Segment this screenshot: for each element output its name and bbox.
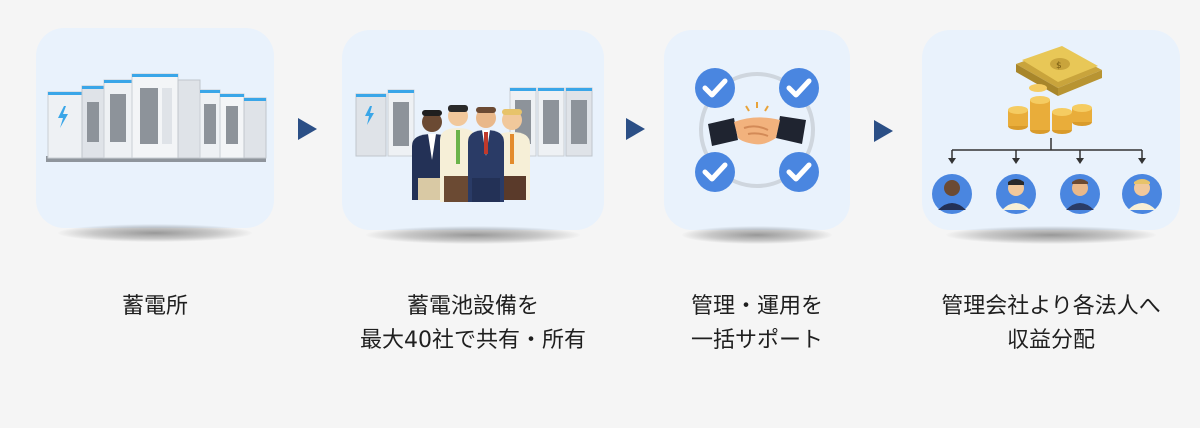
step-3-label: 管理・運用を 一括サポート xyxy=(647,290,867,358)
step-3-label-line-1: 管理・運用を xyxy=(690,294,823,319)
avatar-icon xyxy=(996,174,1036,214)
profit-distribution-icon: $ xyxy=(932,46,1162,214)
check-icon xyxy=(695,152,735,192)
flow-arrow-3 xyxy=(874,120,893,142)
step-4-label-line-2: 収益分配 xyxy=(1006,328,1095,353)
svg-text:$: $ xyxy=(1056,61,1062,71)
check-icon xyxy=(779,68,819,108)
step-1-card xyxy=(36,28,274,228)
step-3-label-line-2: 一括サポート xyxy=(690,328,823,353)
shared-ownership-icon xyxy=(355,87,593,202)
step-1-label: 蓄電所 xyxy=(36,290,274,324)
check-icon xyxy=(779,152,819,192)
step-2-shadow xyxy=(366,226,580,244)
step-4-label: 管理会社より各法人へ 収益分配 xyxy=(916,290,1186,358)
avatar-icon xyxy=(932,174,972,214)
step-4-label-line-1: 管理会社より各法人へ xyxy=(941,294,1161,319)
battery-station-icon xyxy=(46,73,267,162)
step-4-card: $ xyxy=(922,30,1180,230)
step-4-shadow xyxy=(946,226,1156,244)
step-1-shadow xyxy=(58,224,252,242)
handshake-support-icon xyxy=(695,68,819,192)
avatar-icon xyxy=(1060,174,1100,214)
avatar-icon xyxy=(1122,174,1162,214)
step-1-label-line-1: 蓄電所 xyxy=(121,294,188,319)
flow-arrow-2 xyxy=(626,118,645,140)
step-3-card xyxy=(664,30,850,230)
step-2-label-line-2: 最大40社で共有・所有 xyxy=(360,328,586,353)
step-2-label: 蓄電池設備を 最大40社で共有・所有 xyxy=(328,290,618,358)
check-icon xyxy=(695,68,735,108)
money-icon: $ xyxy=(1016,46,1102,96)
flow-arrow-1 xyxy=(298,118,317,140)
step-3-shadow xyxy=(682,226,832,244)
step-2-card xyxy=(342,30,604,230)
coins-icon xyxy=(1008,84,1092,134)
step-2-label-line-1: 蓄電池設備を xyxy=(406,294,539,319)
